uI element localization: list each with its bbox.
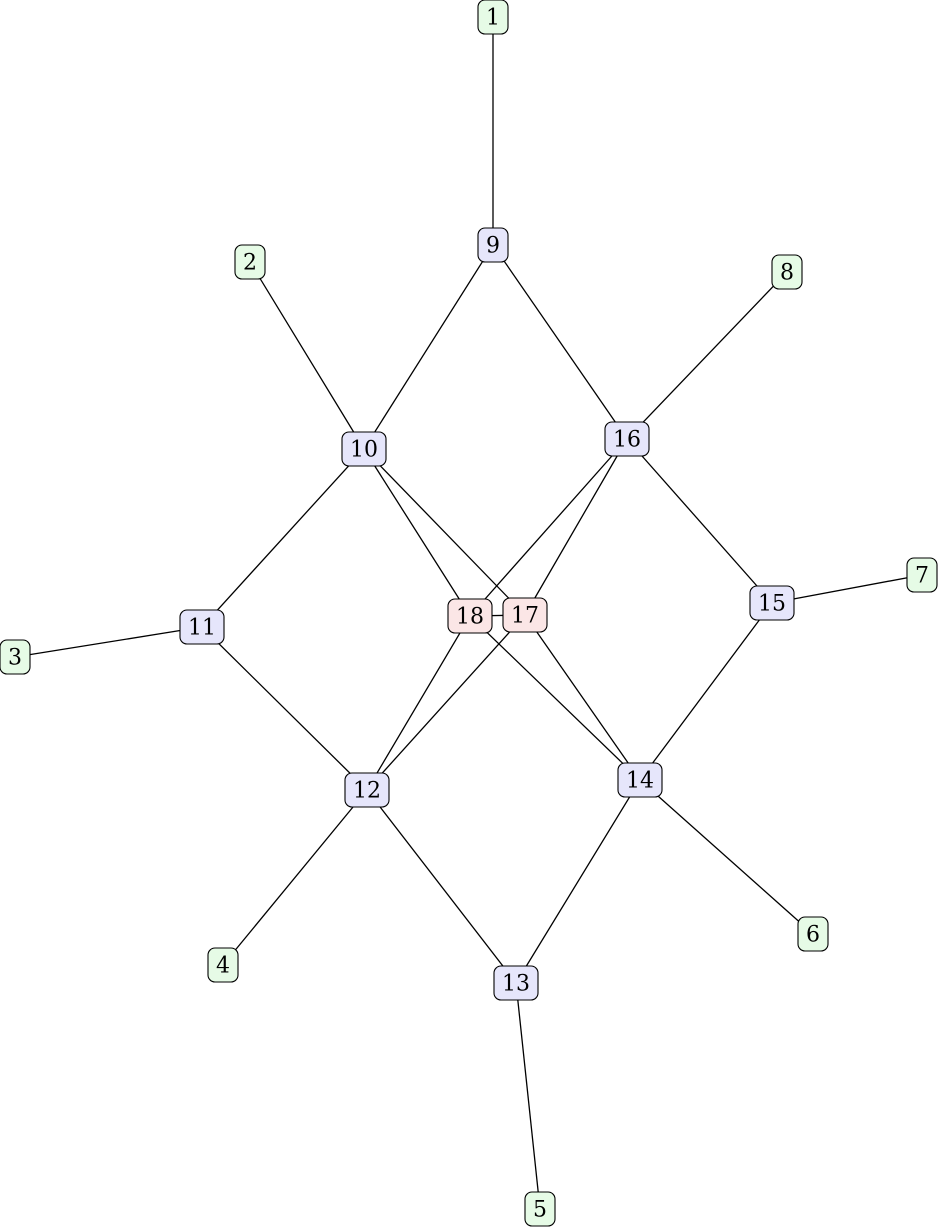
node-label-18: 18 <box>456 605 484 630</box>
edge-10-17 <box>363 448 526 616</box>
node-label-6: 6 <box>806 923 820 948</box>
node-label-17: 17 <box>511 604 539 629</box>
node-box-2 <box>234 244 266 280</box>
node-label-12: 12 <box>353 779 381 804</box>
node-label-2: 2 <box>243 251 257 276</box>
edge-16-15 <box>626 438 773 604</box>
edge-16-18 <box>469 438 628 617</box>
node-box-14 <box>617 762 663 798</box>
edge-15-14 <box>639 602 773 781</box>
node-box-18 <box>447 598 493 634</box>
node-label-14: 14 <box>626 769 654 794</box>
node-box-7 <box>906 557 938 593</box>
edge-17-14 <box>524 614 641 781</box>
node-box-3 <box>0 639 31 675</box>
edges-layer <box>14 17 923 1210</box>
node-box-4 <box>207 947 239 983</box>
node-11: 11 <box>179 609 225 645</box>
node-box-11 <box>179 609 225 645</box>
node-14: 14 <box>617 762 663 798</box>
node-label-3: 3 <box>8 646 22 671</box>
edge-12-4 <box>222 789 368 966</box>
node-6: 6 <box>797 916 829 952</box>
node-label-4: 4 <box>216 954 230 979</box>
node-box-13 <box>493 965 539 1001</box>
node-box-5 <box>524 1191 556 1227</box>
node-17: 17 <box>502 597 548 633</box>
node-5: 5 <box>524 1191 556 1227</box>
node-12: 12 <box>344 772 390 808</box>
node-label-1: 1 <box>486 6 500 31</box>
edge-17-12 <box>366 614 526 791</box>
node-9: 9 <box>477 227 509 263</box>
node-label-9: 9 <box>486 234 500 259</box>
edge-9-10 <box>363 244 494 450</box>
node-box-17 <box>502 597 548 633</box>
edge-10-18 <box>363 448 471 617</box>
edge-3-11 <box>14 626 203 658</box>
node-label-10: 10 <box>350 438 378 463</box>
node-label-16: 16 <box>613 428 641 453</box>
edge-14-13 <box>515 779 641 984</box>
node-2: 2 <box>234 244 266 280</box>
node-label-13: 13 <box>502 972 530 997</box>
edge-7-15 <box>771 574 923 604</box>
node-box-12 <box>344 772 390 808</box>
edge-12-13 <box>366 789 517 984</box>
node-box-8 <box>771 254 803 290</box>
node-box-6 <box>797 916 829 952</box>
edge-18-14 <box>469 615 641 781</box>
node-label-7: 7 <box>915 564 929 589</box>
node-box-1 <box>477 0 509 35</box>
edge-13-5 <box>515 982 541 1210</box>
edge-10-11 <box>201 448 365 628</box>
node-13: 13 <box>493 965 539 1001</box>
edge-16-17 <box>524 438 628 616</box>
node-box-9 <box>477 227 509 263</box>
edge-8-16 <box>626 271 788 440</box>
edge-11-12 <box>201 626 368 791</box>
edge-18-12 <box>366 615 471 791</box>
node-box-10 <box>341 431 387 467</box>
node-7: 7 <box>906 557 938 593</box>
node-box-15 <box>749 585 795 621</box>
node-15: 15 <box>749 585 795 621</box>
node-10: 10 <box>341 431 387 467</box>
edge-2-10 <box>249 261 365 450</box>
node-1: 1 <box>477 0 509 35</box>
node-4: 4 <box>207 947 239 983</box>
edge-9-16 <box>492 244 628 440</box>
node-label-5: 5 <box>533 1198 547 1223</box>
node-8: 8 <box>771 254 803 290</box>
node-label-15: 15 <box>758 592 786 617</box>
node-16: 16 <box>604 421 650 457</box>
node-18: 18 <box>447 598 493 634</box>
node-label-8: 8 <box>780 261 794 286</box>
node-3: 3 <box>0 639 31 675</box>
node-box-16 <box>604 421 650 457</box>
node-label-11: 11 <box>188 616 216 641</box>
edge-14-6 <box>639 779 814 935</box>
